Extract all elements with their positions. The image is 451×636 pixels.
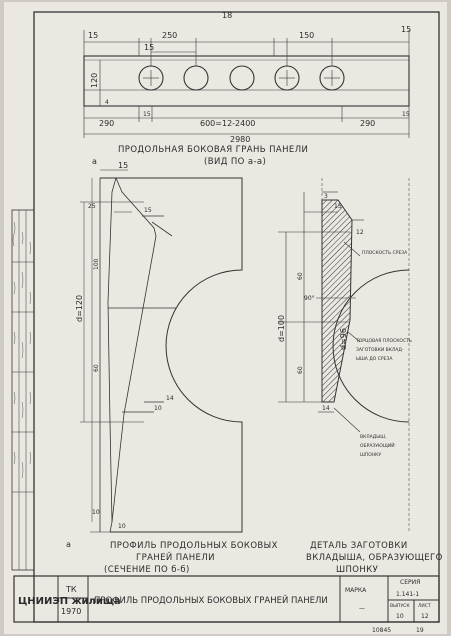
lp-caption-2: ГРАНЕЙ ПАНЕЛИ <box>136 551 215 563</box>
seriya-label: СЕРИЯ <box>400 579 420 586</box>
rd-label-insert-1: ВКЛАДЫШ, <box>360 434 386 440</box>
rd-caption-1: ДЕТАЛЬ ЗАГОТОВКИ <box>310 541 408 551</box>
org-name: ЦНИИЭП жилища <box>18 596 121 607</box>
tk-label: ТК <box>65 585 77 594</box>
dim-total-2980: 2980 <box>230 135 250 144</box>
marka-label: МАРКА <box>345 587 367 594</box>
lp-dim-15: 15 <box>144 207 152 214</box>
signature-stamp <box>11 209 35 571</box>
lp-dim-10-a: 10 <box>154 405 162 412</box>
inventory-number: 10845 <box>372 627 391 634</box>
lp-dim-15-top: 15 <box>118 161 128 170</box>
sheet-number-top: 18 <box>222 11 232 20</box>
rd-dim-15: 15 <box>334 203 342 210</box>
rd-dim-60-top: 60 <box>297 272 304 280</box>
rd-label-end-plane-1: ТОРЦОВАЯ ПЛОСКОСТЬ <box>355 338 412 344</box>
left-profile: a a 15 25 15 100 d=120 60 10 14 10 10 ПР… <box>66 157 278 575</box>
dim-top-15-left: 15 <box>88 31 98 40</box>
dim-left-4: 4 <box>105 99 109 106</box>
lp-dim-10-b: 10 <box>92 509 100 516</box>
hole-3 <box>229 65 255 91</box>
dim-top-15-right: 15 <box>401 25 411 34</box>
rd-caption-3: ШПОНКУ <box>336 565 379 575</box>
lp-dim-14: 14 <box>166 395 174 402</box>
dim-top-250: 250 <box>162 31 177 40</box>
dim-top-150: 150 <box>299 31 314 40</box>
vypusk-label: ВЫПУСК <box>390 603 410 609</box>
lp-dim-100: 100 <box>93 258 100 270</box>
lp-dim-d120: d=120 <box>75 295 84 322</box>
rd-label-end-plane-3: ЫША ДО СРЕЗА <box>356 356 393 362</box>
rd-label-cut-plane: ПЛОСКОСТЬ СРЕЗА <box>362 250 408 256</box>
lp-caption-3: (СЕЧЕНИЕ ПО б-б) <box>104 565 190 575</box>
top-view: 15 250 15 150 15 120 4 290 15 600=12-240… <box>83 25 411 167</box>
section-mark-a-top: a <box>92 157 97 166</box>
rd-dim-14: 14 <box>322 405 330 412</box>
dim-bottom-15: 15 <box>143 111 151 118</box>
rd-label-end-plane-2: ЗАГОТОВКИ ВКЛАД- <box>356 347 404 353</box>
year: 1970 <box>61 607 81 616</box>
sheet-title: ПРОФИЛЬ ПРОДОЛЬНЫХ БОКОВЫХ ГРАНЕЙ ПАНЕЛИ <box>94 594 328 606</box>
rd-dim-d100: d=100 <box>277 315 286 342</box>
drawing-sheet: 18 15 <box>4 2 447 634</box>
dim-bottom-290-right: 290 <box>360 119 375 128</box>
title-block: ЦНИИЭП жилища ТК 1970 ПРОФИЛЬ ПРОДОЛЬНЫХ… <box>13 575 440 623</box>
section-mark-a-bottom: a <box>66 540 71 549</box>
lp-dim-10-c: 10 <box>118 523 126 530</box>
right-detail: 3 15 12 60 d=100 d=96 60 14 90° ПЛОСКОСТ… <box>277 178 443 575</box>
lp-dim-25: 25 <box>88 203 96 210</box>
dim-bottom-600: 600=12-2400 <box>200 119 255 128</box>
list-label: ЛИСТ <box>418 603 431 609</box>
top-view-caption-1: ПРОДОЛЬНАЯ БОКОВАЯ ГРАНЬ ПАНЕЛИ <box>118 145 308 155</box>
marka-value: — <box>359 605 365 612</box>
panel-outline <box>83 55 410 107</box>
dim-bottom-290-left: 290 <box>99 119 114 128</box>
page-number: 19 <box>416 627 424 634</box>
dim-top-15-mid: 15 <box>144 43 154 52</box>
seriya-value: 1.141-1 <box>396 591 419 598</box>
paper-background <box>4 2 447 634</box>
rd-label-insert-2: ОБРАЗУЮЩИЙ <box>360 442 395 449</box>
rd-label-insert-3: ШПОНКУ <box>360 452 381 458</box>
dim-bottom-15-right: 15 <box>402 111 410 118</box>
rd-caption-2: ВКЛАДЫША, ОБРАЗУЮЩЕГО <box>306 553 443 563</box>
vypusk-value: 10 <box>396 613 404 620</box>
rd-dim-d96: d=96 <box>339 328 348 350</box>
rd-dim-12: 12 <box>356 229 364 236</box>
rd-dim-3: 3 <box>324 193 328 200</box>
dim-left-120: 120 <box>90 73 99 88</box>
rd-dim-60-bottom: 60 <box>297 366 304 374</box>
rd-angle-90: 90° <box>304 295 315 302</box>
top-view-caption-2: (ВИД ПО а-а) <box>204 157 266 167</box>
lp-dim-60: 60 <box>93 364 100 372</box>
lp-caption-1: ПРОФИЛЬ ПРОДОЛЬНЫХ БОКОВЫХ <box>110 541 278 551</box>
list-value: 12 <box>421 613 429 620</box>
